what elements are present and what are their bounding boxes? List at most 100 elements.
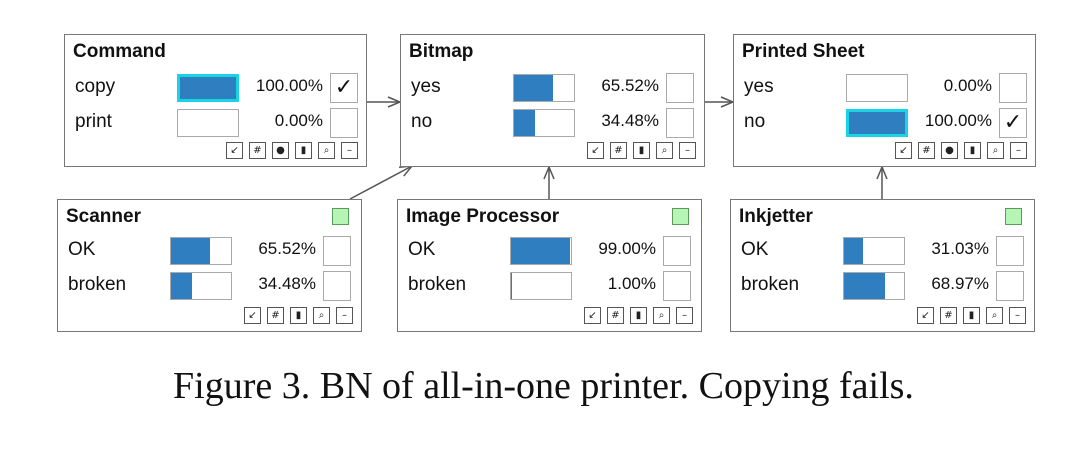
minimize-icon[interactable]: – [676, 307, 693, 324]
state-checkbox[interactable] [996, 236, 1024, 266]
state-row[interactable]: broken 68.97% [731, 271, 1034, 301]
state-label: OK [741, 239, 769, 260]
node-toolbar: ↙ # ● ▮ ⌕– [226, 142, 358, 160]
probability-bar-fill [171, 238, 211, 264]
probability-bar-fill [171, 273, 192, 299]
state-label: no [744, 111, 766, 132]
probability-value: 100.00% [924, 111, 992, 130]
state-checkbox[interactable] [330, 108, 358, 138]
grid-icon[interactable]: # [610, 142, 627, 159]
probability-bar-fill [849, 112, 905, 134]
node-inkjetter[interactable]: Inkjetter OK 31.03% broken 68.97% ↙ # ▮ ⌕– [730, 199, 1035, 332]
node-toolbar: ↙ # ▮ ⌕– [587, 142, 696, 160]
edge-scanner-bitmap [349, 166, 412, 200]
probability-bar [843, 237, 905, 265]
bar-chart-icon[interactable]: ▮ [290, 307, 307, 324]
dot-icon[interactable]: ● [941, 142, 958, 159]
bar-chart-icon[interactable]: ▮ [963, 307, 980, 324]
state-checkbox[interactable] [663, 271, 691, 301]
state-label: broken [741, 274, 800, 295]
probability-bar [846, 109, 908, 137]
probability-value: 31.03% [931, 239, 989, 258]
state-label: broken [68, 274, 127, 295]
grid-icon[interactable]: # [918, 142, 935, 159]
probability-value: 1.00% [607, 274, 656, 293]
state-checkbox[interactable]: ✓ [330, 73, 358, 103]
state-checkbox[interactable] [666, 73, 694, 103]
grid-icon[interactable]: # [249, 142, 266, 159]
minimize-icon[interactable]: – [341, 142, 358, 159]
bar-chart-icon[interactable]: ▮ [633, 142, 650, 159]
search-icon[interactable]: ⌕ [318, 142, 335, 159]
evidence-indicator[interactable] [672, 208, 689, 225]
bar-chart-icon[interactable]: ▮ [295, 142, 312, 159]
arrow-icon[interactable]: ↙ [226, 142, 243, 159]
probability-bar [513, 109, 575, 137]
node-title: Inkjetter [739, 206, 813, 227]
probability-bar-fill [844, 273, 886, 299]
grid-icon[interactable]: # [267, 307, 284, 324]
state-label: yes [411, 76, 441, 97]
dot-icon[interactable]: ● [272, 142, 289, 159]
search-icon[interactable]: ⌕ [313, 307, 330, 324]
node-toolbar: ↙ # ▮ ⌕– [917, 307, 1026, 325]
probability-bar [843, 272, 905, 300]
minimize-icon[interactable]: – [1010, 142, 1027, 159]
arrow-icon[interactable]: ↙ [244, 307, 261, 324]
search-icon[interactable]: ⌕ [987, 142, 1004, 159]
bar-chart-icon[interactable]: ▮ [630, 307, 647, 324]
state-row[interactable]: yes 65.52% [401, 73, 704, 103]
grid-icon[interactable]: # [607, 307, 624, 324]
state-checkbox[interactable] [663, 236, 691, 266]
probability-value: 68.97% [931, 274, 989, 293]
evidence-indicator[interactable] [1005, 208, 1022, 225]
minimize-icon[interactable]: – [1009, 307, 1026, 324]
state-checkbox[interactable] [666, 108, 694, 138]
node-title: Scanner [66, 206, 141, 227]
arrow-icon[interactable]: ↙ [895, 142, 912, 159]
arrow-icon[interactable]: ↙ [584, 307, 601, 324]
arrow-icon[interactable]: ↙ [917, 307, 934, 324]
state-label: print [75, 111, 112, 132]
bar-chart-icon[interactable]: ▮ [964, 142, 981, 159]
probability-value: 65.52% [601, 76, 659, 95]
probability-value: 65.52% [258, 239, 316, 258]
arrow-icon[interactable]: ↙ [587, 142, 604, 159]
minimize-icon[interactable]: – [336, 307, 353, 324]
state-row[interactable]: OK 31.03% [731, 236, 1034, 266]
state-row[interactable]: no 100.00% ✓ [734, 108, 1035, 138]
minimize-icon[interactable]: – [679, 142, 696, 159]
search-icon[interactable]: ⌕ [656, 142, 673, 159]
state-checkbox[interactable] [996, 271, 1024, 301]
probability-bar-fill [511, 273, 512, 299]
probability-bar-fill [514, 75, 554, 101]
probability-bar [846, 74, 908, 102]
probability-value: 100.00% [255, 76, 323, 95]
state-checkbox[interactable]: ✓ [999, 108, 1027, 138]
search-icon[interactable]: ⌕ [653, 307, 670, 324]
node-toolbar: ↙ # ▮ ⌕– [244, 307, 353, 325]
state-checkbox[interactable] [323, 271, 351, 301]
probability-bar [510, 237, 572, 265]
state-checkbox[interactable] [323, 236, 351, 266]
node-title: Command [73, 41, 166, 62]
evidence-indicator[interactable] [332, 208, 349, 225]
probability-bar [177, 109, 239, 137]
search-icon[interactable]: ⌕ [986, 307, 1003, 324]
grid-icon[interactable]: # [940, 307, 957, 324]
state-checkbox[interactable] [999, 73, 1027, 103]
